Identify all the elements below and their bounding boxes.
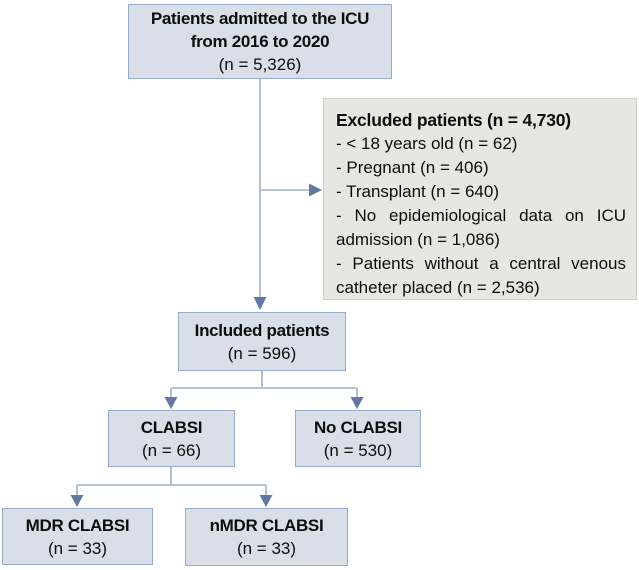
- node-count: (n = 596): [227, 343, 297, 363]
- arrowhead-excluded: [309, 183, 322, 197]
- node-clabsi: CLABSI (n = 66): [108, 410, 235, 467]
- node-count: (n = 33): [236, 539, 297, 558]
- excluded-item: - Pregnant (n = 406): [336, 158, 489, 177]
- excluded-item: - No epidemiological data on ICU admissi…: [336, 206, 626, 249]
- arrowhead-nmdr: [259, 495, 273, 507]
- node-count: (n = 66): [141, 440, 202, 460]
- excluded-item: - Patients without a central venous cath…: [336, 254, 626, 297]
- node-mdr-clabsi: MDR CLABSI (n = 33): [2, 508, 153, 565]
- node-title-line: Included patients: [194, 320, 330, 340]
- node-title-line: nMDR CLABSI: [209, 516, 324, 535]
- arrowhead-no-clabsi: [350, 397, 364, 409]
- node-title-line: Patients admitted to the ICU: [150, 9, 370, 28]
- excluded-title: Excluded patients (n = 4,730): [336, 110, 571, 130]
- node-count: (n = 33): [47, 538, 108, 558]
- excluded-item: - Transplant (n = 640): [336, 182, 500, 201]
- arrowhead-included: [253, 297, 267, 310]
- arrowhead-mdr: [70, 495, 84, 507]
- node-nmdr-clabsi: nMDR CLABSI (n = 33): [185, 508, 348, 566]
- excluded-item: - < 18 years old (n = 62): [336, 134, 518, 153]
- node-count: (n = 530): [323, 440, 393, 460]
- node-included-patients: Included patients (n = 596): [178, 312, 346, 371]
- node-no-clabsi: No CLABSI (n = 530): [295, 410, 421, 467]
- node-title-line: No CLABSI: [314, 417, 402, 437]
- node-title-line: from 2016 to 2020: [190, 32, 330, 51]
- node-excluded-patients: Excluded patients (n = 4,730) - < 18 yea…: [323, 98, 637, 300]
- node-title-line: CLABSI: [140, 417, 203, 437]
- node-title-line: MDR CLABSI: [25, 515, 130, 535]
- node-count: (n = 5,326): [218, 55, 302, 74]
- arrowhead-clabsi: [164, 397, 178, 409]
- node-patients-admitted: Patients admitted to the ICU from 2016 t…: [128, 4, 392, 79]
